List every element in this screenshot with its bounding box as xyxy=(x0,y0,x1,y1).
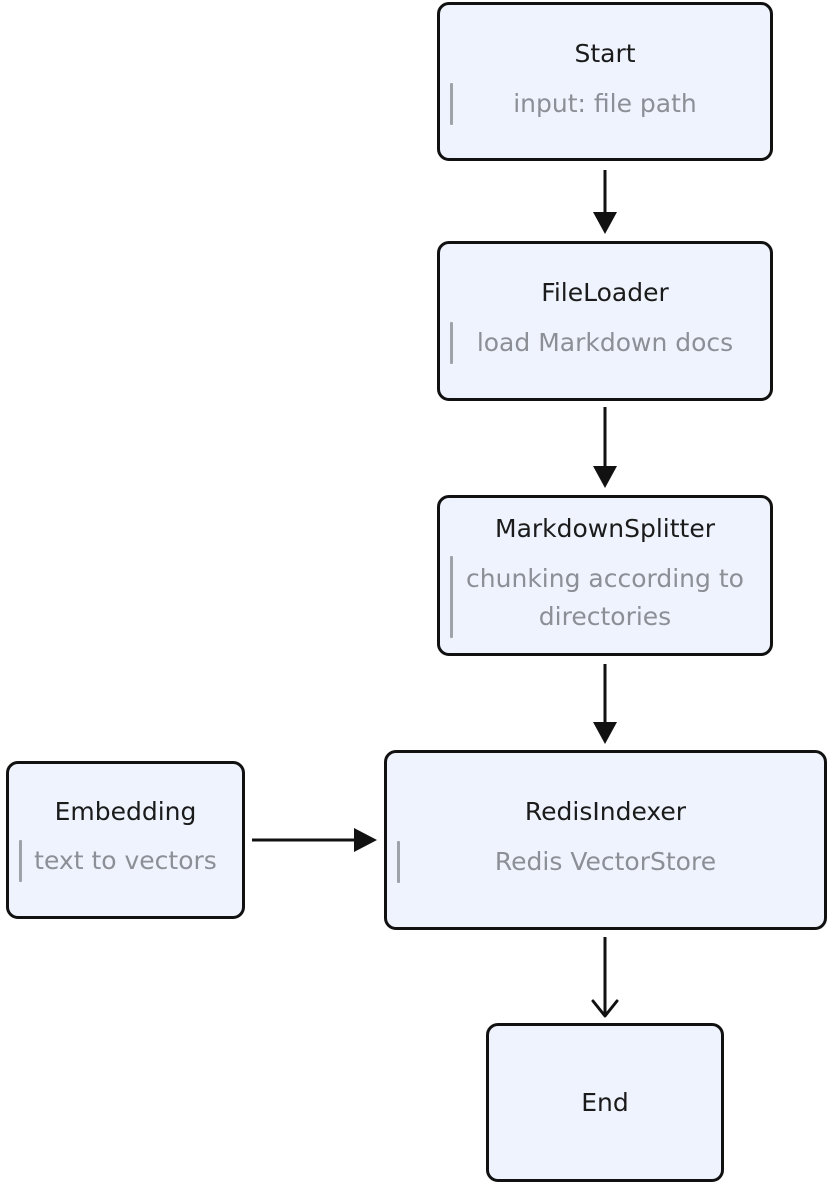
node-redisindexer-title: RedisIndexer xyxy=(524,797,687,826)
node-markdownsplitter-title: MarkdownSplitter xyxy=(495,514,715,543)
node-embedding-desc-bar xyxy=(19,840,22,882)
node-start-title: Start xyxy=(574,39,636,68)
node-embedding-title: Embedding xyxy=(54,797,197,826)
node-markdownsplitter-desc-bar xyxy=(450,556,453,638)
node-embedding-desc: text to vectors xyxy=(34,846,217,875)
node-fileloader-title: FileLoader xyxy=(541,278,669,307)
node-embedding: Embedding text to vectors xyxy=(6,761,245,919)
node-markdownsplitter: MarkdownSplitter chunking according to d… xyxy=(437,495,773,656)
edge-embedding-to-redisindexer xyxy=(252,828,377,852)
node-start: Start input: file path xyxy=(437,2,773,161)
edge-redisindexer-to-end xyxy=(591,937,619,1018)
node-fileloader-desc: load Markdown docs xyxy=(476,328,734,357)
node-start-desc-bar xyxy=(450,83,453,125)
node-fileloader: FileLoader load Markdown docs xyxy=(437,241,773,401)
node-fileloader-desc-bar xyxy=(450,322,453,364)
node-markdownsplitter-desc-line1: chunking according to xyxy=(466,564,744,593)
node-start-desc: input: file path xyxy=(513,89,697,118)
node-end-title: End xyxy=(581,1088,629,1117)
node-redisindexer: RedisIndexer Redis VectorStore xyxy=(384,750,827,930)
edge-markdownsplitter-to-redisindexer xyxy=(593,664,617,744)
edge-fileloader-to-markdownsplitter xyxy=(593,407,617,488)
node-redisindexer-desc-bar xyxy=(397,841,400,883)
node-end: End xyxy=(486,1023,724,1182)
edge-start-to-fileloader xyxy=(593,170,617,234)
node-markdownsplitter-desc-line2: directories xyxy=(538,602,672,631)
node-redisindexer-desc: Redis VectorStore xyxy=(494,847,717,876)
